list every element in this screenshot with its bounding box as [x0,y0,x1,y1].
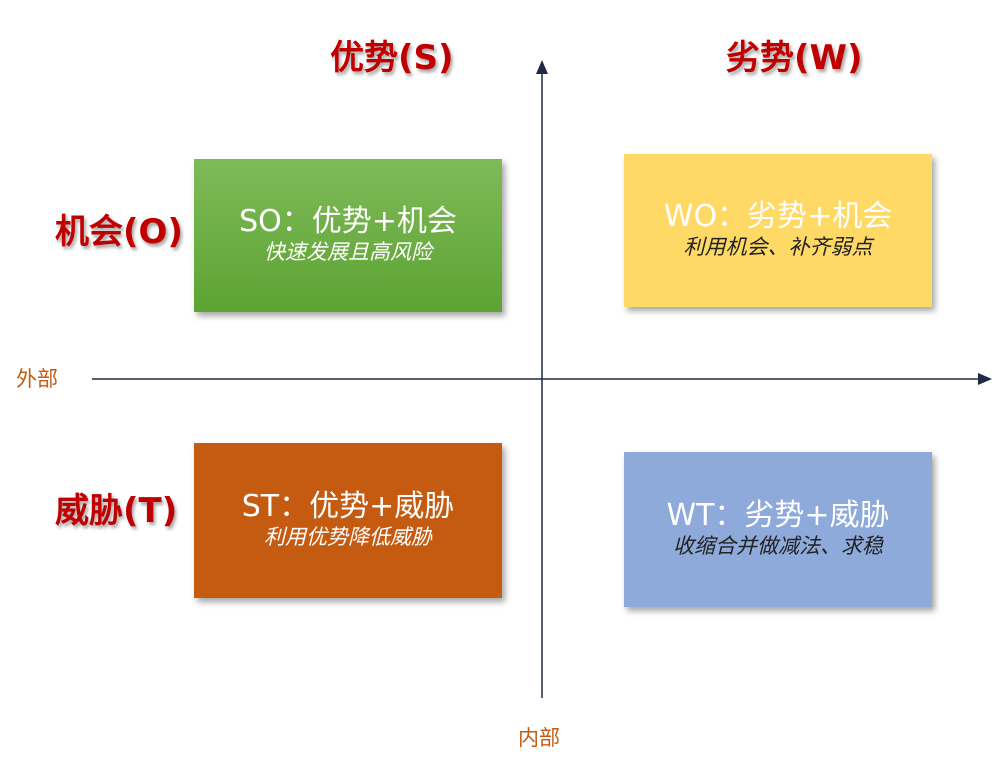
external-axis-label: 外部 [16,367,58,391]
st-quadrant-box: ST：优势+威胁 利用优势降低威胁 [194,443,502,598]
wt-title: WT：劣势+威胁 [666,497,890,533]
vertical-axis-arrow [536,60,548,74]
so-subtitle: 快速发展且高风险 [264,240,432,265]
wt-subtitle: 收缩合并做减法、求稳 [673,534,883,559]
st-title: ST：优势+威胁 [241,488,455,524]
weakness-header: 劣势(W) [726,38,863,78]
wo-quadrant-box: WO：劣势+机会 利用机会、补齐弱点 [624,154,932,307]
wo-title: WO：劣势+机会 [663,198,893,234]
wo-subtitle: 利用机会、补齐弱点 [683,235,873,260]
st-subtitle: 利用优势降低威胁 [264,525,432,550]
opportunity-header: 机会(O) [55,212,183,252]
so-quadrant-box: SO：优势+机会 快速发展且高风险 [194,159,502,312]
internal-axis-label: 内部 [518,726,560,750]
strength-header: 优势(S) [330,38,454,78]
horizontal-axis-arrow [978,373,992,385]
threat-header: 威胁(T) [55,491,178,531]
so-title: SO：优势+机会 [239,203,457,239]
wt-quadrant-box: WT：劣势+威胁 收缩合并做减法、求稳 [624,452,932,607]
